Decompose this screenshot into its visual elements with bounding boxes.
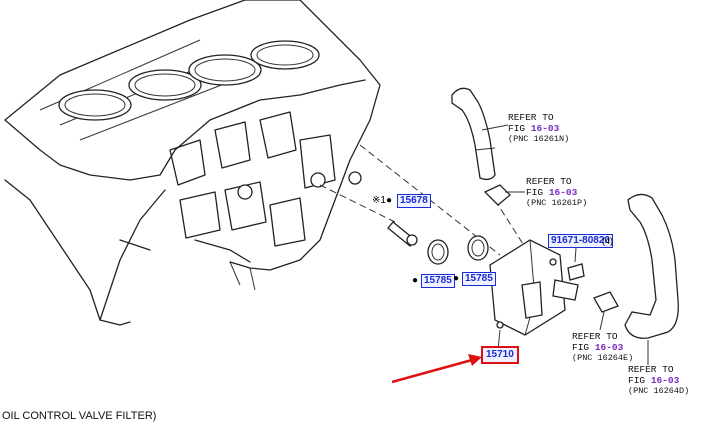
- reference-line1: REFER TO: [508, 112, 554, 123]
- reference-label-16264e: REFER TO FIG 16-03 (PNC 16264E): [572, 331, 633, 364]
- reference-line1: REFER TO: [628, 364, 674, 375]
- engine-block: [4, 0, 381, 326]
- leader-line: [319, 184, 396, 223]
- reference-fig-link[interactable]: 16-03: [530, 123, 560, 134]
- part-callout-15710[interactable]: 15710: [481, 346, 519, 364]
- reference-pnc: (PNC 16261P): [526, 198, 588, 208]
- reference-fig-prefix: FIG: [572, 342, 595, 353]
- part-callout-91671-80820[interactable]: 91671-80820: [548, 234, 613, 248]
- reference-pnc: (PNC 16261N): [508, 134, 570, 144]
- red-arrow-icon: [391, 354, 482, 384]
- hose-16264d: [624, 193, 679, 365]
- dot-marker: ●: [453, 273, 460, 284]
- reference-fig-link[interactable]: 16-03: [650, 375, 680, 386]
- reference-fig-link[interactable]: 16-03: [594, 342, 624, 353]
- reference-fig-prefix: FIG: [508, 123, 531, 134]
- reference-line1: REFER TO: [572, 331, 618, 342]
- hose-16261n: [451, 87, 509, 181]
- clamp-16264e: [593, 291, 619, 331]
- reference-pnc: (PNC 16264D): [628, 386, 690, 396]
- reference-label-16261p: REFER TO FIG 16-03 (PNC 16261P): [526, 176, 587, 209]
- o-ring-right: [467, 235, 489, 261]
- oil-cooler-15710: [489, 239, 579, 351]
- bolt-91671: [567, 247, 585, 281]
- dot-marker: ●: [412, 275, 419, 286]
- reference-label-16264d: REFER TO FIG 16-03 (PNC 16264D): [628, 364, 689, 397]
- part-quantity: (4): [602, 236, 613, 246]
- reference-fig-prefix: FIG: [526, 187, 549, 198]
- part-callout-15785-right[interactable]: 15785: [462, 272, 496, 286]
- reference-pnc: (PNC 16264E): [572, 353, 634, 363]
- note-marker: ※1●: [372, 195, 392, 206]
- part-callout-15678[interactable]: 15678: [397, 194, 431, 208]
- reference-fig-link[interactable]: 16-03: [548, 187, 578, 198]
- part-callout-15785-left[interactable]: 15785: [421, 274, 455, 288]
- reference-line1: REFER TO: [526, 176, 572, 187]
- clamp-16261p: [483, 184, 525, 206]
- caption: OIL CONTROL VALVE FILTER): [2, 410, 157, 422]
- reference-fig-prefix: FIG: [628, 375, 651, 386]
- bolt-15678: [387, 221, 418, 247]
- o-ring-left: [427, 239, 449, 265]
- reference-label-16261n: REFER TO FIG 16-03 (PNC 16261N): [508, 112, 569, 145]
